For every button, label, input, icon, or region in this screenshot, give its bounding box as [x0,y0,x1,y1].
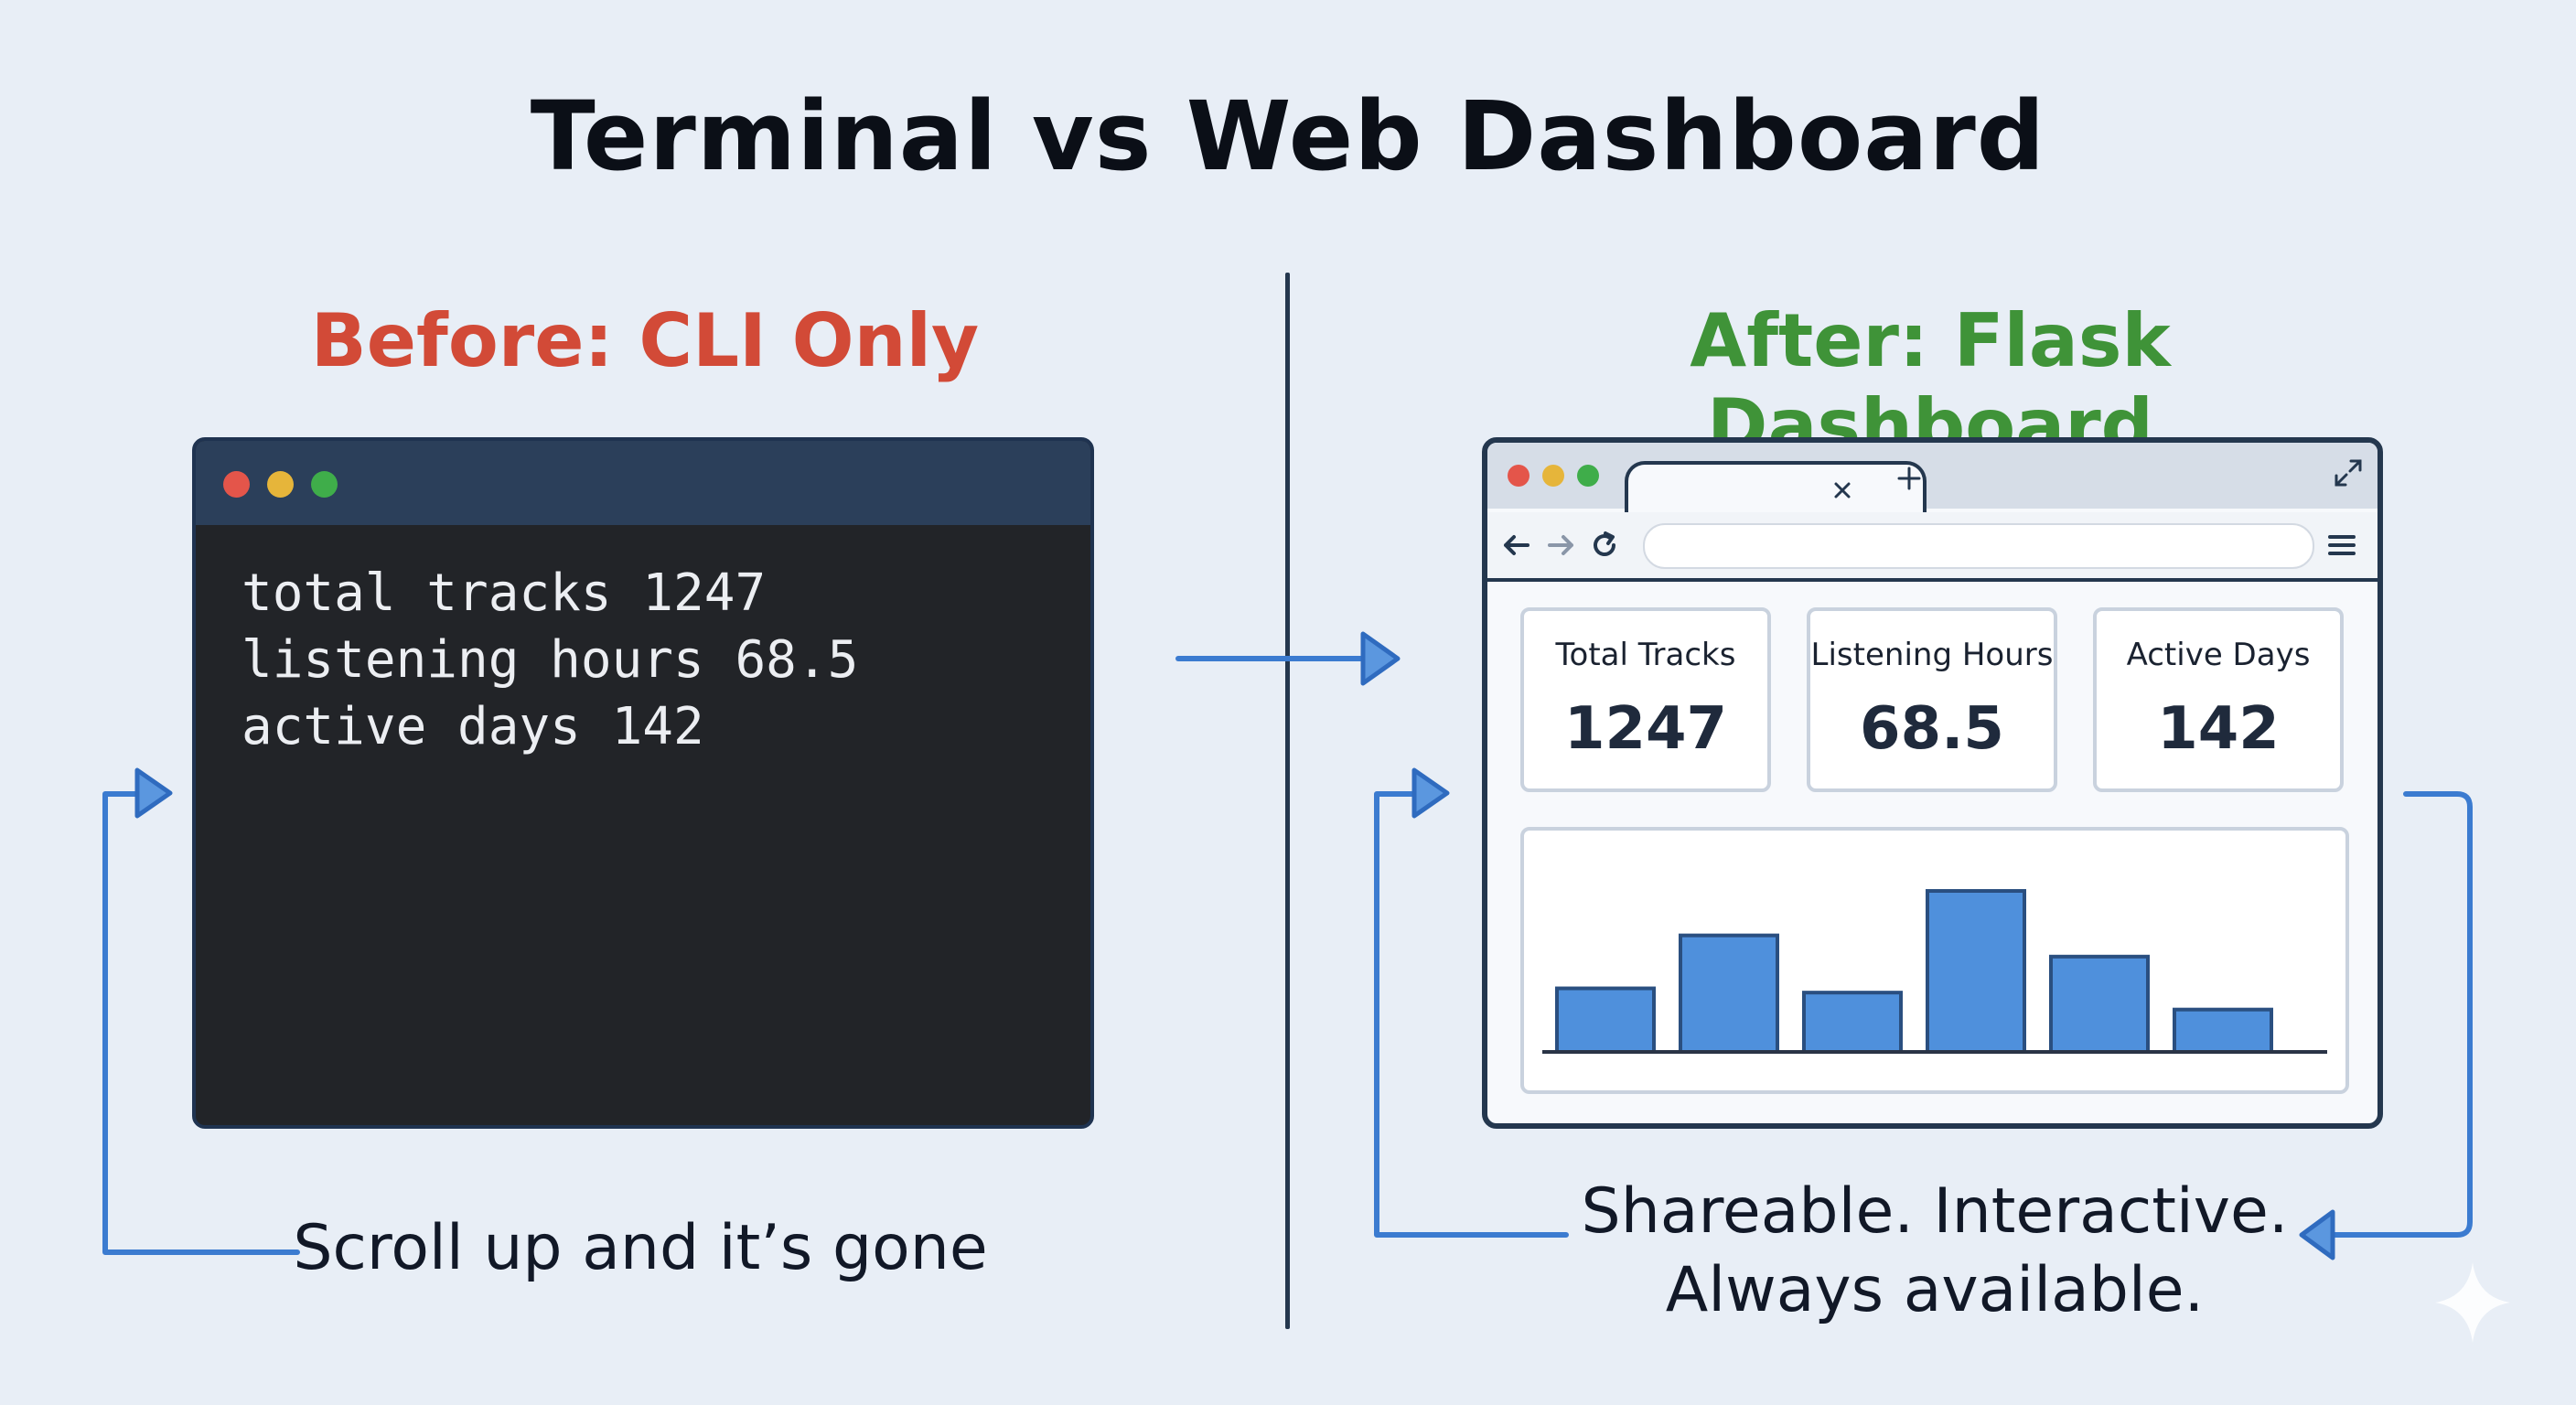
stat-label: Total Tracks [1555,637,1736,673]
after-caption: Shareable. Interactive. Always available… [1500,1173,2369,1330]
chart-bar [1926,889,2026,1054]
terminal-window: total tracks 1247 listening hours 68.5 a… [192,437,1094,1129]
bar-chart [1542,889,2327,1055]
terminal-line: listening hours 68.5 [242,630,859,690]
expand-icon[interactable] [2333,457,2364,488]
chart-panel [1520,827,2349,1094]
close-tab-icon[interactable] [1831,479,1853,501]
reload-icon[interactable] [1588,529,1621,562]
page-title: Terminal vs Web Dashboard [530,80,2046,192]
after-caption-line: Shareable. Interactive. [1581,1175,2289,1248]
terminal-title-bar [196,441,1090,525]
chart-bar [1555,986,1656,1055]
close-dot[interactable] [223,471,250,498]
right-loop-arrow-in [1374,767,1569,1238]
maximize-dot[interactable] [311,471,338,498]
browser-toolbar [1487,512,2377,582]
center-divider [1285,273,1290,1329]
browser-tab[interactable] [1625,461,1927,516]
browser-window: Total Tracks 1247 Listening Hours 68.5 A… [1482,437,2383,1129]
right-loop-arrow-out [2299,791,2473,1260]
url-bar[interactable] [1643,523,2314,569]
close-dot[interactable] [1508,465,1530,487]
forward-icon[interactable] [1544,529,1577,562]
new-tab-icon[interactable] [1895,465,1923,492]
menu-icon[interactable] [2325,529,2358,562]
chart-bar [1802,991,1903,1054]
before-heading: Before: CLI Only [310,298,980,383]
maximize-dot[interactable] [1577,465,1599,487]
before-caption: Scroll up and it’s gone [293,1212,988,1284]
stat-card-listening-hours: Listening Hours 68.5 [1807,607,2057,792]
back-icon[interactable] [1500,529,1533,562]
terminal-line: active days 142 [242,697,704,756]
stat-label: Active Days [2126,637,2311,673]
sparkle-icon [2435,1262,2510,1343]
terminal-line: total tracks 1247 [242,563,767,623]
stat-value: 142 [2157,695,2280,763]
terminal-output: total tracks 1247 listening hours 68.5 a… [242,560,858,760]
minimize-dot[interactable] [1542,465,1564,487]
stat-card-total-tracks: Total Tracks 1247 [1520,607,1771,792]
chart-bar [2049,954,2150,1054]
stat-value: 68.5 [1860,695,2004,763]
center-arrow [1175,631,1401,686]
stat-label: Listening Hours [1810,637,2054,673]
left-loop-arrow [102,767,300,1255]
stat-card-active-days: Active Days 142 [2093,607,2344,792]
minimize-dot[interactable] [267,471,294,498]
after-caption-line: Always available. [1665,1254,2205,1326]
stat-value: 1247 [1563,695,1728,763]
